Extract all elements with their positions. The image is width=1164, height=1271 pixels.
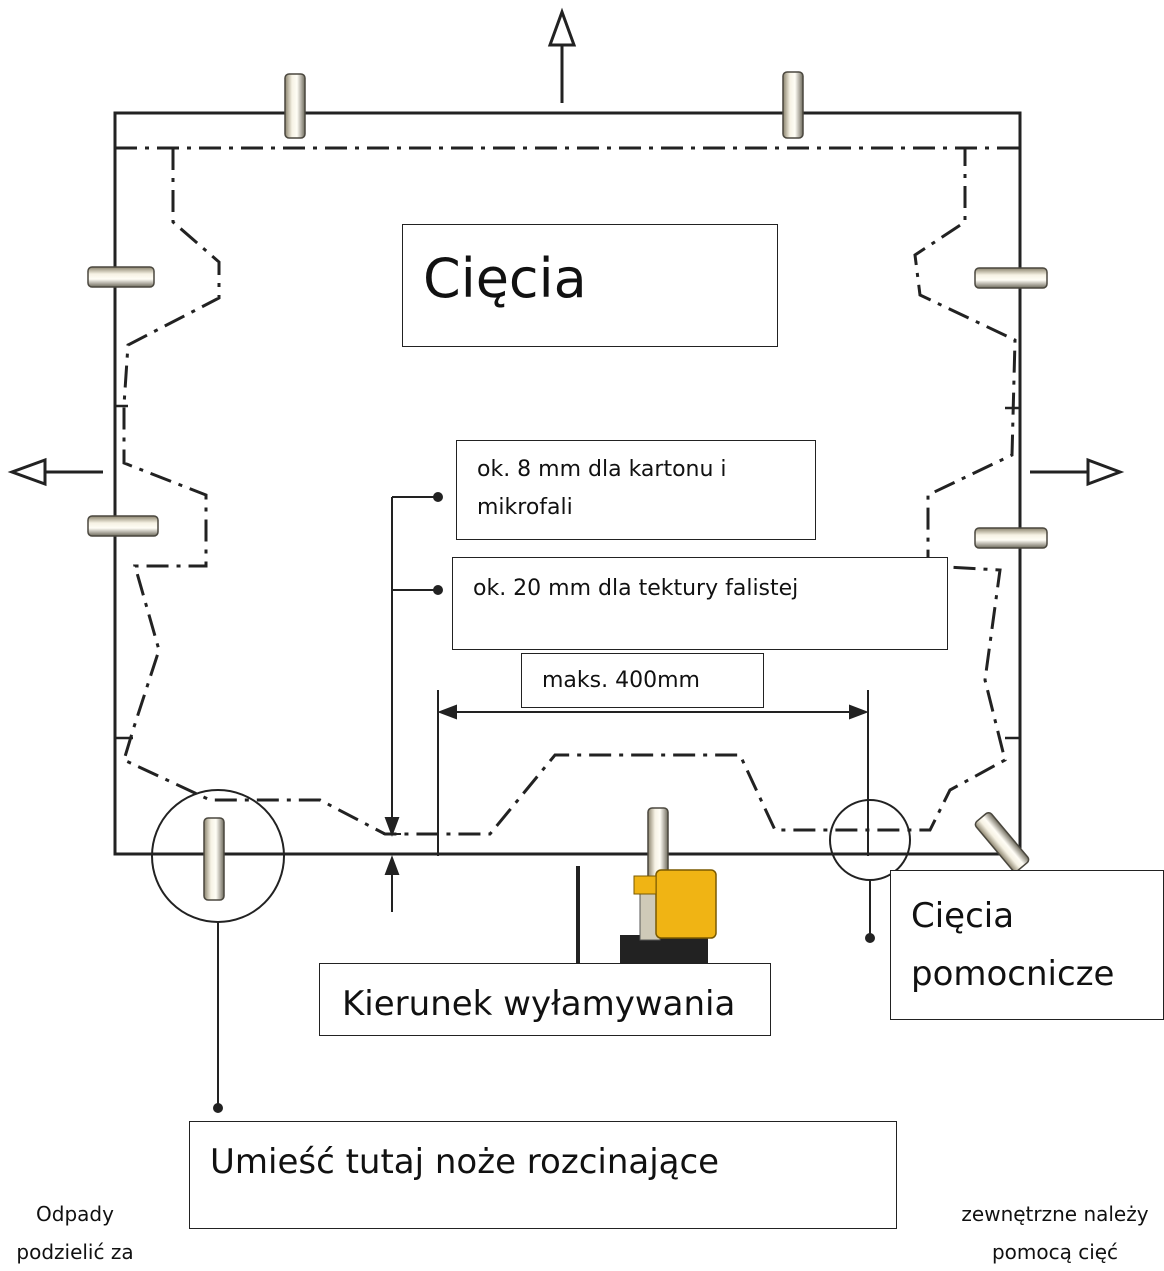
clamp-icon <box>87 71 1048 901</box>
sheet-frame <box>113 111 1022 856</box>
breaking-direction-label: Kierunek wyłamywania <box>342 984 736 1024</box>
gap-dimension <box>383 492 443 912</box>
cut-line <box>115 146 1020 836</box>
leader-lines <box>213 866 875 1113</box>
arrow-right-icon <box>1030 457 1125 487</box>
cutter-tool-icon <box>620 869 717 963</box>
tick-marks <box>115 404 1020 740</box>
max-width-label: maks. 400mm <box>542 668 700 693</box>
cuts-title: Cięcia <box>423 247 587 310</box>
breaking-direction-label-box: Kierunek wyłamywania <box>319 963 771 1036</box>
cuts-title-box: Cięcia <box>402 224 778 347</box>
place-knives-label-box: Umieść tutaj noże rozcinające <box>189 1121 897 1229</box>
auxiliary-cuts-label: Cięcia pomocnicze <box>911 896 1115 994</box>
gap-corrugated-label: ok. 20 mm dla tektury falistej <box>473 576 799 601</box>
note-right: zewnętrzne należy pomocą cięć <box>961 1202 1149 1264</box>
arrow-left-icon <box>7 457 103 487</box>
max-width-label-box: maks. 400mm <box>521 653 764 708</box>
note-left: Odpady podzielić za <box>16 1202 134 1264</box>
gap-carton-label-box: ok. 8 mm dla kartonu i mikrofali <box>456 440 816 540</box>
auxiliary-cuts-label-box: Cięcia pomocnicze <box>890 870 1164 1020</box>
gap-carton-label: ok. 8 mm dla kartonu i mikrofali <box>477 457 727 520</box>
arrow-up-icon <box>547 7 577 103</box>
gap-corrugated-label-box: ok. 20 mm dla tektury falistej <box>452 557 948 650</box>
width-dimension <box>437 690 869 856</box>
auxiliary-cut-circle <box>829 799 911 881</box>
place-knives-label: Umieść tutaj noże rozcinające <box>210 1142 720 1182</box>
